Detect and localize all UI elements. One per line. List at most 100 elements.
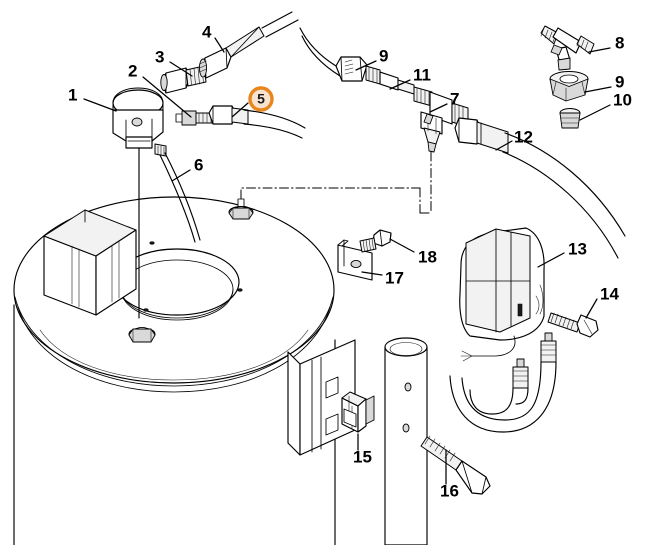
leader-7 bbox=[429, 103, 448, 113]
hose-to-nut9l-bottom bbox=[301, 35, 341, 77]
tank-center-opening-inner bbox=[120, 288, 234, 321]
callout-5-highlight-ring bbox=[248, 86, 274, 112]
callout-5-highlight-group: 5 bbox=[248, 86, 274, 112]
callout-9-left: 9 bbox=[379, 46, 388, 65]
probe-gland-threads bbox=[157, 145, 165, 157]
hose5-tube-top bbox=[243, 109, 306, 129]
bolt16-head-edges bbox=[461, 460, 487, 495]
pump-wire-strands bbox=[460, 350, 473, 362]
bolt18-head-edges bbox=[379, 229, 392, 247]
barb-left-body bbox=[512, 366, 529, 389]
bracket-r-face-a bbox=[287, 351, 301, 456]
tank-hole-1 bbox=[149, 241, 155, 245]
valve-side-port bbox=[131, 117, 143, 127]
leader-4 bbox=[214, 37, 225, 53]
callout-16: 16 bbox=[440, 481, 459, 500]
callout-14: 14 bbox=[600, 284, 619, 303]
callout-13: 13 bbox=[568, 239, 587, 258]
channel-bracket-right bbox=[287, 339, 356, 456]
part-13-pump-motor bbox=[449, 227, 557, 433]
clip15-body-right bbox=[357, 398, 367, 433]
part-16-hex-bolt-long bbox=[420, 435, 491, 495]
part-15-cable-clip bbox=[341, 391, 375, 433]
callout-18: 18 bbox=[418, 247, 437, 266]
callout-9-right: 9 bbox=[615, 72, 624, 91]
tank-rim-band-2 bbox=[17, 306, 331, 393]
part-9-hex-nut-right bbox=[549, 71, 589, 102]
part-17-bracket-plate bbox=[337, 239, 373, 281]
pump-side-vent-1 bbox=[539, 284, 544, 315]
barb-right-body bbox=[540, 340, 557, 363]
pump-hose-loop-inner bbox=[469, 387, 514, 415]
probe-gland bbox=[154, 143, 167, 157]
pump-housing-front bbox=[465, 228, 531, 333]
bracket-r-slot-1 bbox=[325, 376, 339, 399]
part-18-hex-bolt-short bbox=[359, 229, 392, 253]
leader-14 bbox=[585, 298, 598, 319]
callout-numbers: 1 2 3 4 5 6 7 8 9 9 10 11 12 13 14 15 16… bbox=[68, 22, 632, 500]
fitting2-hex bbox=[181, 110, 197, 126]
bracket-fold-lines-right bbox=[111, 240, 120, 303]
bolt16-head bbox=[455, 460, 491, 495]
nut9r-edges bbox=[552, 81, 586, 102]
part-11-connector-nipple bbox=[365, 65, 415, 95]
clip15-recess bbox=[343, 408, 357, 428]
hose5-tube-bottom bbox=[243, 123, 303, 139]
tank-stud-nut-rear bbox=[228, 198, 254, 220]
bolt18-threads bbox=[362, 238, 374, 252]
part-14-screw-short bbox=[547, 312, 599, 338]
pump-hose-loop-outer-2 bbox=[449, 361, 557, 433]
callout-4: 4 bbox=[202, 22, 212, 41]
nut9l-internal-threads bbox=[344, 59, 354, 75]
tee7-branch-notch bbox=[423, 113, 434, 125]
leader-9-right bbox=[584, 86, 612, 93]
tank-assembly bbox=[13, 196, 356, 545]
leader-9-left bbox=[355, 60, 377, 71]
pipe-top-rim-inner bbox=[389, 342, 423, 356]
callout-6: 6 bbox=[194, 155, 203, 174]
leader-10 bbox=[579, 104, 611, 121]
leader-13 bbox=[537, 252, 565, 268]
tee8-right-threads bbox=[576, 37, 589, 51]
tank-rim-band-1 bbox=[14, 296, 334, 387]
hose12-tube-bottom bbox=[502, 151, 619, 259]
bracket-r-fold bbox=[311, 356, 322, 453]
hose-to-nut9l-top bbox=[299, 27, 337, 67]
callout-3: 3 bbox=[155, 47, 164, 66]
adapter-bore bbox=[160, 74, 168, 91]
nipple-body bbox=[379, 71, 399, 91]
callout-17: 17 bbox=[385, 268, 404, 287]
callout-7: 7 bbox=[450, 89, 459, 108]
callout-11: 11 bbox=[413, 65, 431, 84]
tee8-branch-tip bbox=[557, 57, 571, 71]
tank-rim-highlight-right bbox=[173, 329, 309, 381]
hose4-tube-bottom bbox=[265, 19, 299, 38]
nut9r-bore bbox=[559, 74, 579, 84]
leader-1 bbox=[83, 98, 117, 112]
leader-17 bbox=[361, 271, 383, 276]
bolt16-threads bbox=[424, 435, 456, 462]
barb-left-rings bbox=[512, 370, 529, 382]
tee7-left-threads bbox=[416, 87, 430, 106]
nut9l-hex bbox=[335, 56, 368, 82]
leader-11 bbox=[389, 79, 411, 90]
callout-1: 1 bbox=[68, 85, 77, 104]
plate17-hole bbox=[350, 259, 362, 269]
screw14-threads bbox=[550, 312, 575, 330]
tee8-left-threads bbox=[540, 27, 557, 43]
callout-5: 5 bbox=[257, 91, 265, 107]
callout-8: 8 bbox=[615, 33, 624, 52]
leader-6 bbox=[171, 169, 191, 182]
leader-12 bbox=[495, 140, 513, 151]
leader-18 bbox=[389, 238, 415, 253]
stud-rear-hex-edges bbox=[232, 207, 250, 220]
tank-rim-highlight-left bbox=[39, 329, 175, 381]
hose12-tube-top bbox=[504, 132, 626, 237]
part-5-hose-end-lower bbox=[208, 105, 306, 139]
adapter-threads bbox=[189, 66, 204, 86]
pipe-hole-lower bbox=[402, 423, 410, 433]
part-8-tee-fitting-upper bbox=[540, 25, 595, 71]
screw14-slot bbox=[583, 319, 593, 335]
